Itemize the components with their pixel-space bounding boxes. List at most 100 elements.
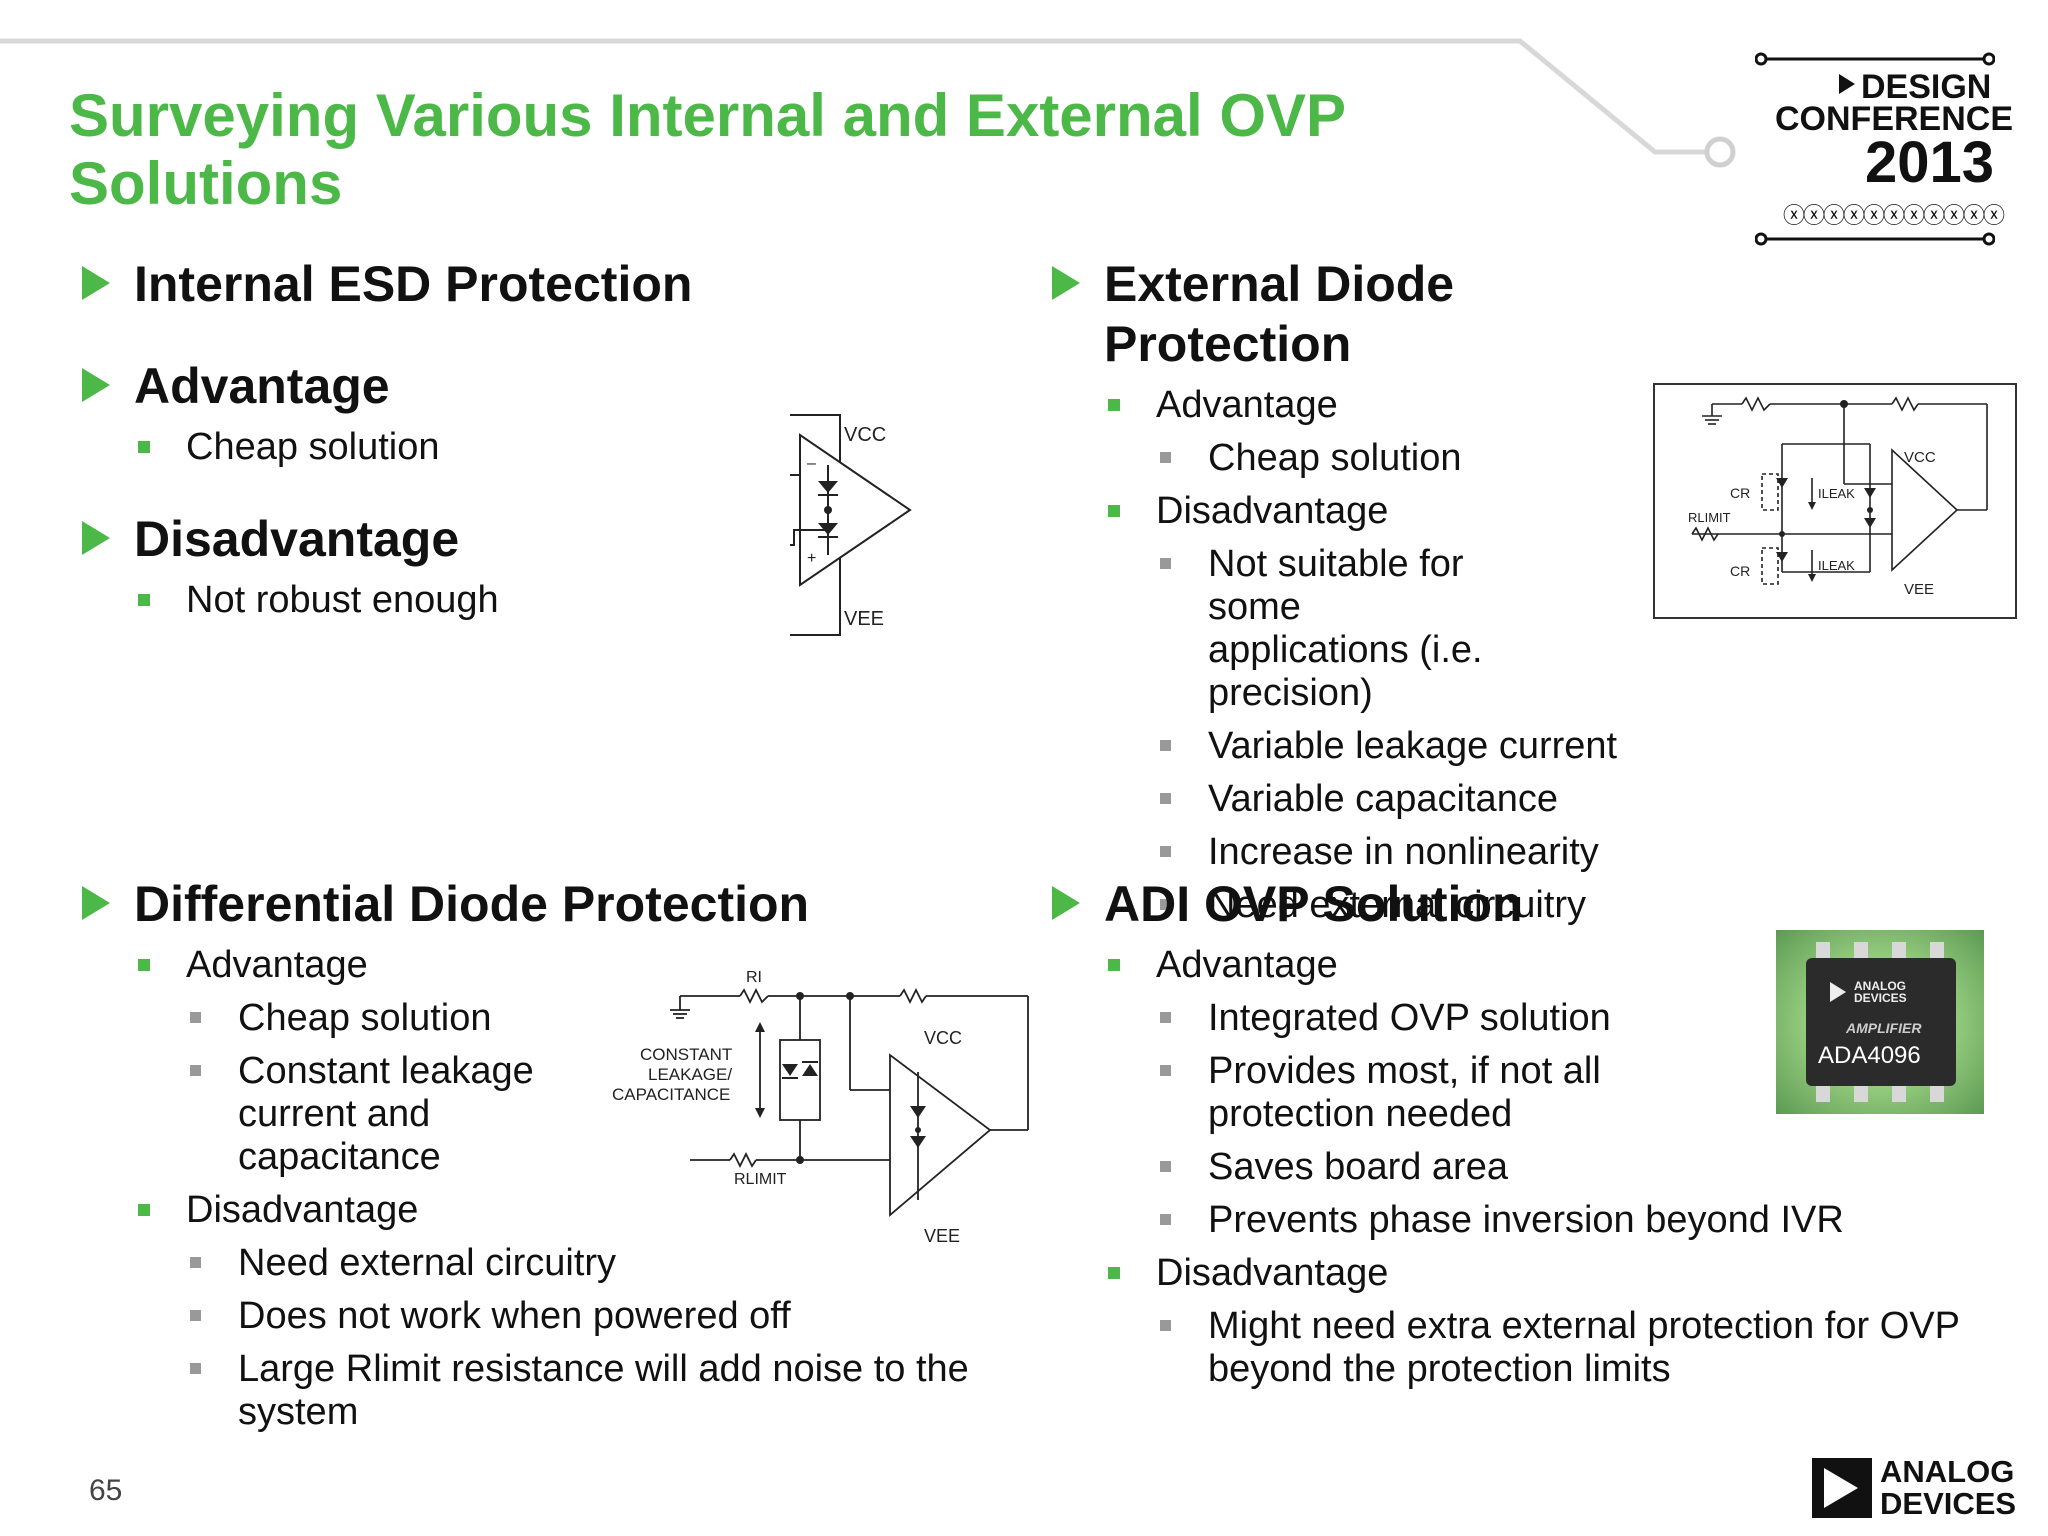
square-bullet-icon bbox=[1160, 899, 1171, 910]
square-bullet-icon bbox=[190, 1310, 201, 1321]
square-bullet-icon bbox=[1108, 959, 1120, 971]
section-adi: ADI OVP Solution Advantage Integrated OV… bbox=[1040, 874, 1960, 1391]
square-bullet-icon bbox=[138, 594, 150, 606]
section-heading: External Diode Protection bbox=[1040, 254, 1660, 374]
disadvantage-heading: Disadvantage bbox=[70, 509, 970, 569]
differential-circuit-diagram: RI VCC VEE RLIMIT CONSTANT LEAKAGE/ CAPA… bbox=[612, 969, 1029, 1246]
play-triangle-icon bbox=[1824, 1468, 1858, 1508]
square-bullet-icon bbox=[138, 441, 150, 453]
square-bullet-icon bbox=[1108, 1267, 1120, 1279]
diff-vee-label: VEE bbox=[924, 1226, 960, 1246]
ext-ileak-label-bottom: ILEAK bbox=[1818, 558, 1855, 573]
ext-vee-label: VEE bbox=[1904, 581, 1934, 598]
square-bullet-icon bbox=[1160, 740, 1171, 751]
page-number: 65 bbox=[89, 1474, 123, 1507]
ext-cr-label-bottom: CR bbox=[1730, 563, 1750, 579]
section-heading: ADI OVP Solution bbox=[1040, 874, 1960, 934]
esd-plus-label: + bbox=[807, 550, 816, 567]
esd-circuit-diagram: – + VCC VEE bbox=[790, 414, 912, 636]
ext-rlimit-label: RLIMIT bbox=[1688, 510, 1731, 525]
esd-minus-label: – bbox=[807, 455, 816, 472]
square-bullet-icon bbox=[190, 1363, 201, 1374]
section-internal: Internal ESD Protection Advantage Cheap … bbox=[70, 254, 970, 622]
chip-pins-bottom bbox=[1816, 1084, 1946, 1102]
diff-constant-label-1: CONSTANT bbox=[640, 1045, 732, 1064]
list-item: Provides most, if not all protection nee… bbox=[1040, 1050, 1728, 1136]
square-bullet-icon bbox=[1160, 846, 1171, 857]
arrow-bullet-icon bbox=[82, 886, 110, 920]
list-item: Large Rlimit resistance will add noise t… bbox=[70, 1348, 1068, 1434]
square-bullet-icon bbox=[190, 1257, 201, 1268]
diff-vcc-label: VCC bbox=[924, 1028, 962, 1048]
disadvantage-label: Disadvantage bbox=[1040, 490, 1660, 533]
list-item: Need external circuitry bbox=[1040, 884, 1660, 927]
conference-line1: DESIGN bbox=[1861, 68, 1992, 106]
square-bullet-icon bbox=[1160, 1214, 1171, 1225]
diff-constant-label-3: CAPACITANCE bbox=[612, 1085, 730, 1104]
company-logo: ANALOG DEVICES bbox=[1812, 1456, 2024, 1520]
people-row: ⓧⓧⓧⓧⓧⓧⓧⓧⓧⓧⓧ bbox=[1783, 203, 2005, 228]
list-item: Not suitable for some applications (i.e.… bbox=[1040, 543, 1508, 715]
list-item: Not robust enough bbox=[70, 579, 970, 622]
ext-vcc-label: VCC bbox=[1904, 449, 1936, 466]
square-bullet-icon bbox=[1108, 505, 1120, 517]
list-item: Cheap solution bbox=[70, 426, 970, 469]
conference-line2: CONFERENCE bbox=[1775, 100, 2014, 138]
ext-ileak-label-top: ILEAK bbox=[1818, 486, 1855, 501]
section-heading: Internal ESD Protection bbox=[70, 254, 970, 314]
arrow-bullet-icon bbox=[82, 521, 110, 555]
square-bullet-icon bbox=[138, 1204, 150, 1216]
company-logo-mark bbox=[1812, 1458, 1872, 1518]
conference-logo: DESIGN CONFERENCE 2013 ⓧⓧⓧⓧⓧⓧⓧⓧⓧⓧⓧ bbox=[1755, 52, 2013, 247]
list-item: Need external circuitry bbox=[70, 1242, 1030, 1285]
chip-part: ADA4096 bbox=[1818, 1042, 1921, 1069]
diff-rlimit-label: RLIMIT bbox=[734, 1171, 787, 1188]
square-bullet-icon bbox=[138, 959, 150, 971]
square-bullet-icon bbox=[1108, 399, 1120, 411]
esd-vee-label: VEE bbox=[844, 608, 884, 630]
ext-cr-label-top: CR bbox=[1730, 485, 1750, 501]
square-bullet-icon bbox=[1160, 1065, 1171, 1076]
list-item: Cheap solution bbox=[70, 997, 1030, 1040]
diff-constant-label-2: LEAKAGE/ bbox=[648, 1065, 732, 1084]
list-item: Constant leakage current and capacitance bbox=[70, 1050, 558, 1179]
arrow-bullet-icon bbox=[82, 368, 110, 402]
square-bullet-icon bbox=[190, 1012, 201, 1023]
list-item: Prevents phase inversion beyond IVR bbox=[1040, 1199, 1960, 1242]
square-bullet-icon bbox=[1160, 1320, 1171, 1331]
conference-year: 2013 bbox=[1865, 130, 1995, 195]
section-external: External Diode Protection Advantage Chea… bbox=[1040, 254, 1660, 927]
arrow-bullet-icon bbox=[1052, 886, 1080, 920]
square-bullet-icon bbox=[1160, 452, 1171, 463]
square-bullet-icon bbox=[1160, 793, 1171, 804]
square-bullet-icon bbox=[1160, 1012, 1171, 1023]
company-line2: DEVICES bbox=[1880, 1486, 2017, 1521]
list-item: Variable leakage current bbox=[1040, 725, 1660, 768]
chip-pins-top bbox=[1816, 942, 1946, 960]
slide-title: Surveying Various Internal and External … bbox=[69, 82, 1345, 217]
advantage-label: Advantage bbox=[1040, 384, 1660, 427]
top-decoration bbox=[0, 38, 1736, 168]
advantage-heading: Advantage bbox=[70, 356, 970, 416]
company-line1: ANALOG bbox=[1880, 1454, 2015, 1489]
chip-body: ANALOG DEVICES AMPLIFIER ADA4096 bbox=[1806, 958, 1956, 1086]
list-item: Increase in nonlinearity bbox=[1040, 831, 1660, 874]
list-item: Saves board area bbox=[1040, 1146, 1960, 1189]
chip-image: ANALOG DEVICES AMPLIFIER ADA4096 bbox=[1776, 930, 1984, 1114]
section-heading: Differential Diode Protection bbox=[70, 874, 1030, 934]
list-item: Might need extra external protection for… bbox=[1040, 1305, 2008, 1391]
chip-sub: AMPLIFIER bbox=[1846, 1020, 1922, 1036]
arrow-bullet-icon bbox=[82, 266, 110, 300]
chip-brand-1: ANALOG bbox=[1854, 979, 1906, 993]
list-item: Variable capacitance bbox=[1040, 778, 1660, 821]
section-differential: Differential Diode Protection Advantage … bbox=[70, 874, 1030, 1434]
square-bullet-icon bbox=[1160, 1161, 1171, 1172]
chip-brand-2: DEVICES bbox=[1854, 991, 1907, 1005]
square-bullet-icon bbox=[1160, 558, 1171, 569]
disadvantage-label: Disadvantage bbox=[70, 1189, 1030, 1232]
advantage-label: Advantage bbox=[70, 944, 1030, 987]
list-item: Does not work when powered off bbox=[70, 1295, 1030, 1338]
disadvantage-label: Disadvantage bbox=[1040, 1252, 1960, 1295]
diff-ri-label: RI bbox=[746, 969, 762, 986]
advantage-label: Advantage bbox=[1040, 944, 1960, 987]
